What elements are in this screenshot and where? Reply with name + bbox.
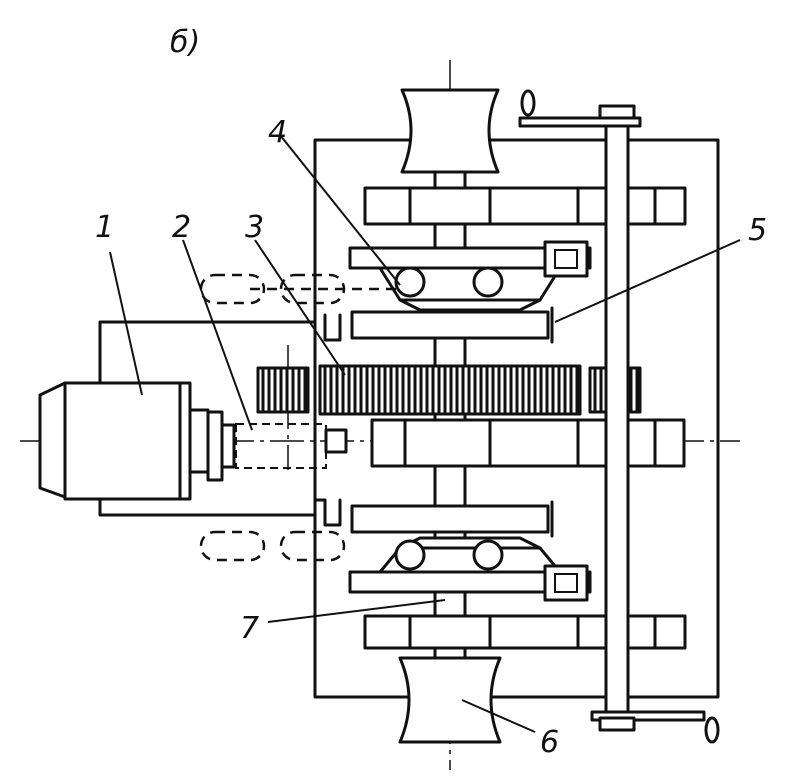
lower-chain xyxy=(199,530,346,562)
label-coupling: 2 xyxy=(172,210,191,245)
label-sheave: 6 xyxy=(540,725,559,760)
top-gear-row xyxy=(363,186,687,226)
gear-train xyxy=(256,364,642,416)
upper-roller-assembly xyxy=(348,240,592,312)
electric-motor xyxy=(38,381,210,501)
lower-roller-assembly xyxy=(348,536,592,602)
coupling xyxy=(206,410,348,482)
upper-chain xyxy=(199,273,400,305)
label-rollers: 4 xyxy=(268,115,287,150)
label-clutch: 5 xyxy=(748,213,767,248)
leader-lines xyxy=(109,134,741,733)
bottom-gear-row xyxy=(363,614,687,650)
label-gear: 3 xyxy=(245,210,264,245)
top-sheave xyxy=(400,88,500,174)
label-shaft: 7 xyxy=(240,611,259,646)
bottom-sheave xyxy=(398,656,502,744)
control-rod xyxy=(518,89,720,744)
upper-clutch-disk xyxy=(323,306,554,344)
subfigure-label: б) xyxy=(170,25,200,60)
middle-gear-row xyxy=(370,418,686,468)
label-motor: 1 xyxy=(95,210,114,245)
lower-clutch-disk xyxy=(313,498,554,538)
